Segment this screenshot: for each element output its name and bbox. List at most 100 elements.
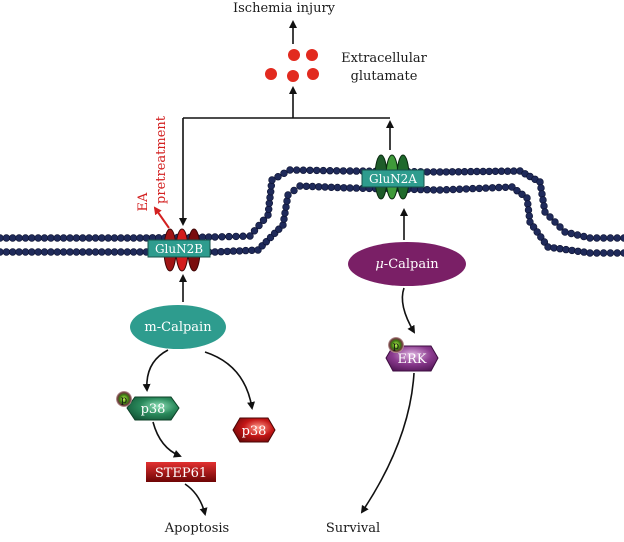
apoptosis-label: Apoptosis	[164, 521, 229, 536]
membrane-bead-lower	[580, 248, 588, 256]
membrane-bead-upper	[339, 167, 347, 175]
membrane-bead-lower	[85, 248, 93, 256]
cell-membrane	[0, 166, 624, 257]
membrane-bead-upper	[259, 216, 268, 225]
membrane-bead-lower	[321, 183, 329, 191]
p38-kinase-red: p38	[232, 417, 276, 443]
membrane-bead-upper	[567, 229, 575, 238]
membrane-bead-lower	[574, 247, 582, 256]
membrane-bead-upper	[293, 166, 301, 174]
membrane-bead-upper	[479, 167, 487, 176]
membrane-bead-lower	[475, 184, 483, 193]
membrane-bead-lower	[47, 248, 55, 256]
membrane-bead-lower	[562, 245, 570, 254]
phospho-marker	[116, 391, 132, 407]
membrane-bead-upper	[593, 234, 601, 242]
membrane-bead-lower	[280, 215, 288, 223]
membrane-bead-lower	[281, 209, 289, 217]
membrane-bead-upper	[556, 223, 564, 231]
membrane-bead-lower	[53, 248, 61, 256]
membrane-bead-upper	[306, 166, 314, 175]
membrane-bead-upper	[541, 208, 549, 216]
membrane-bead-upper	[232, 232, 240, 241]
membrane-bead-lower	[568, 246, 576, 255]
membrane-bead-lower	[346, 184, 354, 192]
membrane-bead-upper	[225, 232, 233, 241]
ea-inhibition-arrow	[153, 206, 170, 229]
membrane-bead-lower	[513, 187, 521, 195]
membrane-bead-lower	[78, 248, 87, 256]
membrane-bead-lower	[333, 183, 342, 192]
membrane-bead-upper	[423, 168, 431, 176]
membrane-bead-lower	[308, 182, 317, 191]
membrane-bead-lower	[620, 249, 624, 257]
membrane-bead-lower	[518, 190, 526, 199]
membrane-bead-lower	[229, 247, 238, 255]
membrane-bead-lower	[302, 182, 310, 191]
membrane-bead-upper	[8, 234, 17, 242]
mu-calpain-label: μ-Calpain	[375, 257, 439, 272]
membrane-bead-upper	[286, 166, 294, 174]
membrane-bead-upper	[59, 234, 68, 242]
membrane-bead-upper	[448, 168, 456, 176]
membrane-bead-lower	[217, 248, 225, 256]
membrane-bead-upper	[333, 167, 341, 175]
membrane-bead-upper	[538, 190, 546, 198]
membrane-bead-upper	[620, 234, 624, 242]
membrane-bead-lower	[529, 223, 538, 231]
erk-phospho-marker	[388, 337, 404, 353]
membrane-bead-lower	[72, 248, 81, 256]
membrane-bead-lower	[34, 248, 42, 256]
membrane-bead-upper	[47, 234, 55, 242]
membrane-bead-lower	[104, 248, 112, 256]
membrane-bead-upper	[299, 166, 307, 174]
membrane-bead-upper	[613, 234, 621, 242]
membrane-bead-upper	[66, 234, 74, 242]
membrane-bead-lower	[340, 184, 348, 192]
arrow-mucalpain-to-erk	[401, 287, 416, 334]
membrane-bead-lower	[429, 186, 438, 194]
membrane-bead-upper	[546, 213, 554, 221]
step61-label: STEP61	[155, 466, 207, 481]
phospho-marker-label: p	[121, 395, 127, 406]
membrane-bead-upper	[280, 169, 288, 178]
membrane-bead-upper	[436, 168, 444, 176]
membrane-bead-lower	[423, 186, 431, 194]
membrane-bead-upper	[250, 227, 259, 235]
membrane-bead-lower	[550, 244, 558, 252]
membrane-bead-lower	[495, 183, 503, 192]
membrane-bead-upper	[255, 221, 263, 230]
membrane-bead-upper	[246, 232, 254, 240]
membrane-bead-lower	[540, 238, 549, 246]
membrane-bead-lower	[129, 248, 138, 256]
membrane-bead-lower	[482, 184, 490, 192]
glutamate-dots	[265, 49, 319, 82]
membrane-bead-lower	[242, 246, 250, 255]
glun2b-label-box	[147, 239, 211, 258]
membrane-bead-lower	[593, 249, 601, 257]
membrane-bead-upper	[218, 233, 226, 241]
membrane-bead-upper	[274, 173, 282, 181]
membrane-bead-lower	[606, 249, 615, 257]
membrane-bead-lower	[524, 206, 533, 214]
arrow-step61-to-apoptosis	[184, 483, 208, 516]
m-calpain-label: m-Calpain	[144, 320, 212, 335]
survival-label: Survival	[326, 521, 380, 536]
membrane-bead-lower	[523, 194, 531, 202]
membrane-bead-lower	[211, 248, 219, 256]
membrane-bead-upper	[599, 234, 608, 242]
membrane-bead-lower	[352, 184, 361, 192]
membrane-bead-lower	[586, 249, 594, 257]
membrane-bead-lower	[40, 248, 49, 256]
erk-label: ERK	[398, 352, 427, 367]
membrane-bead-lower	[449, 185, 457, 194]
membrane-bead-upper	[72, 234, 81, 242]
membrane-bead-upper	[2, 234, 11, 242]
membrane-bead-lower	[544, 243, 552, 251]
membrane-bead-upper	[573, 231, 582, 239]
membrane-bead-lower	[15, 248, 23, 256]
membrane-bead-upper	[537, 184, 545, 192]
membrane-bead-lower	[315, 183, 323, 191]
